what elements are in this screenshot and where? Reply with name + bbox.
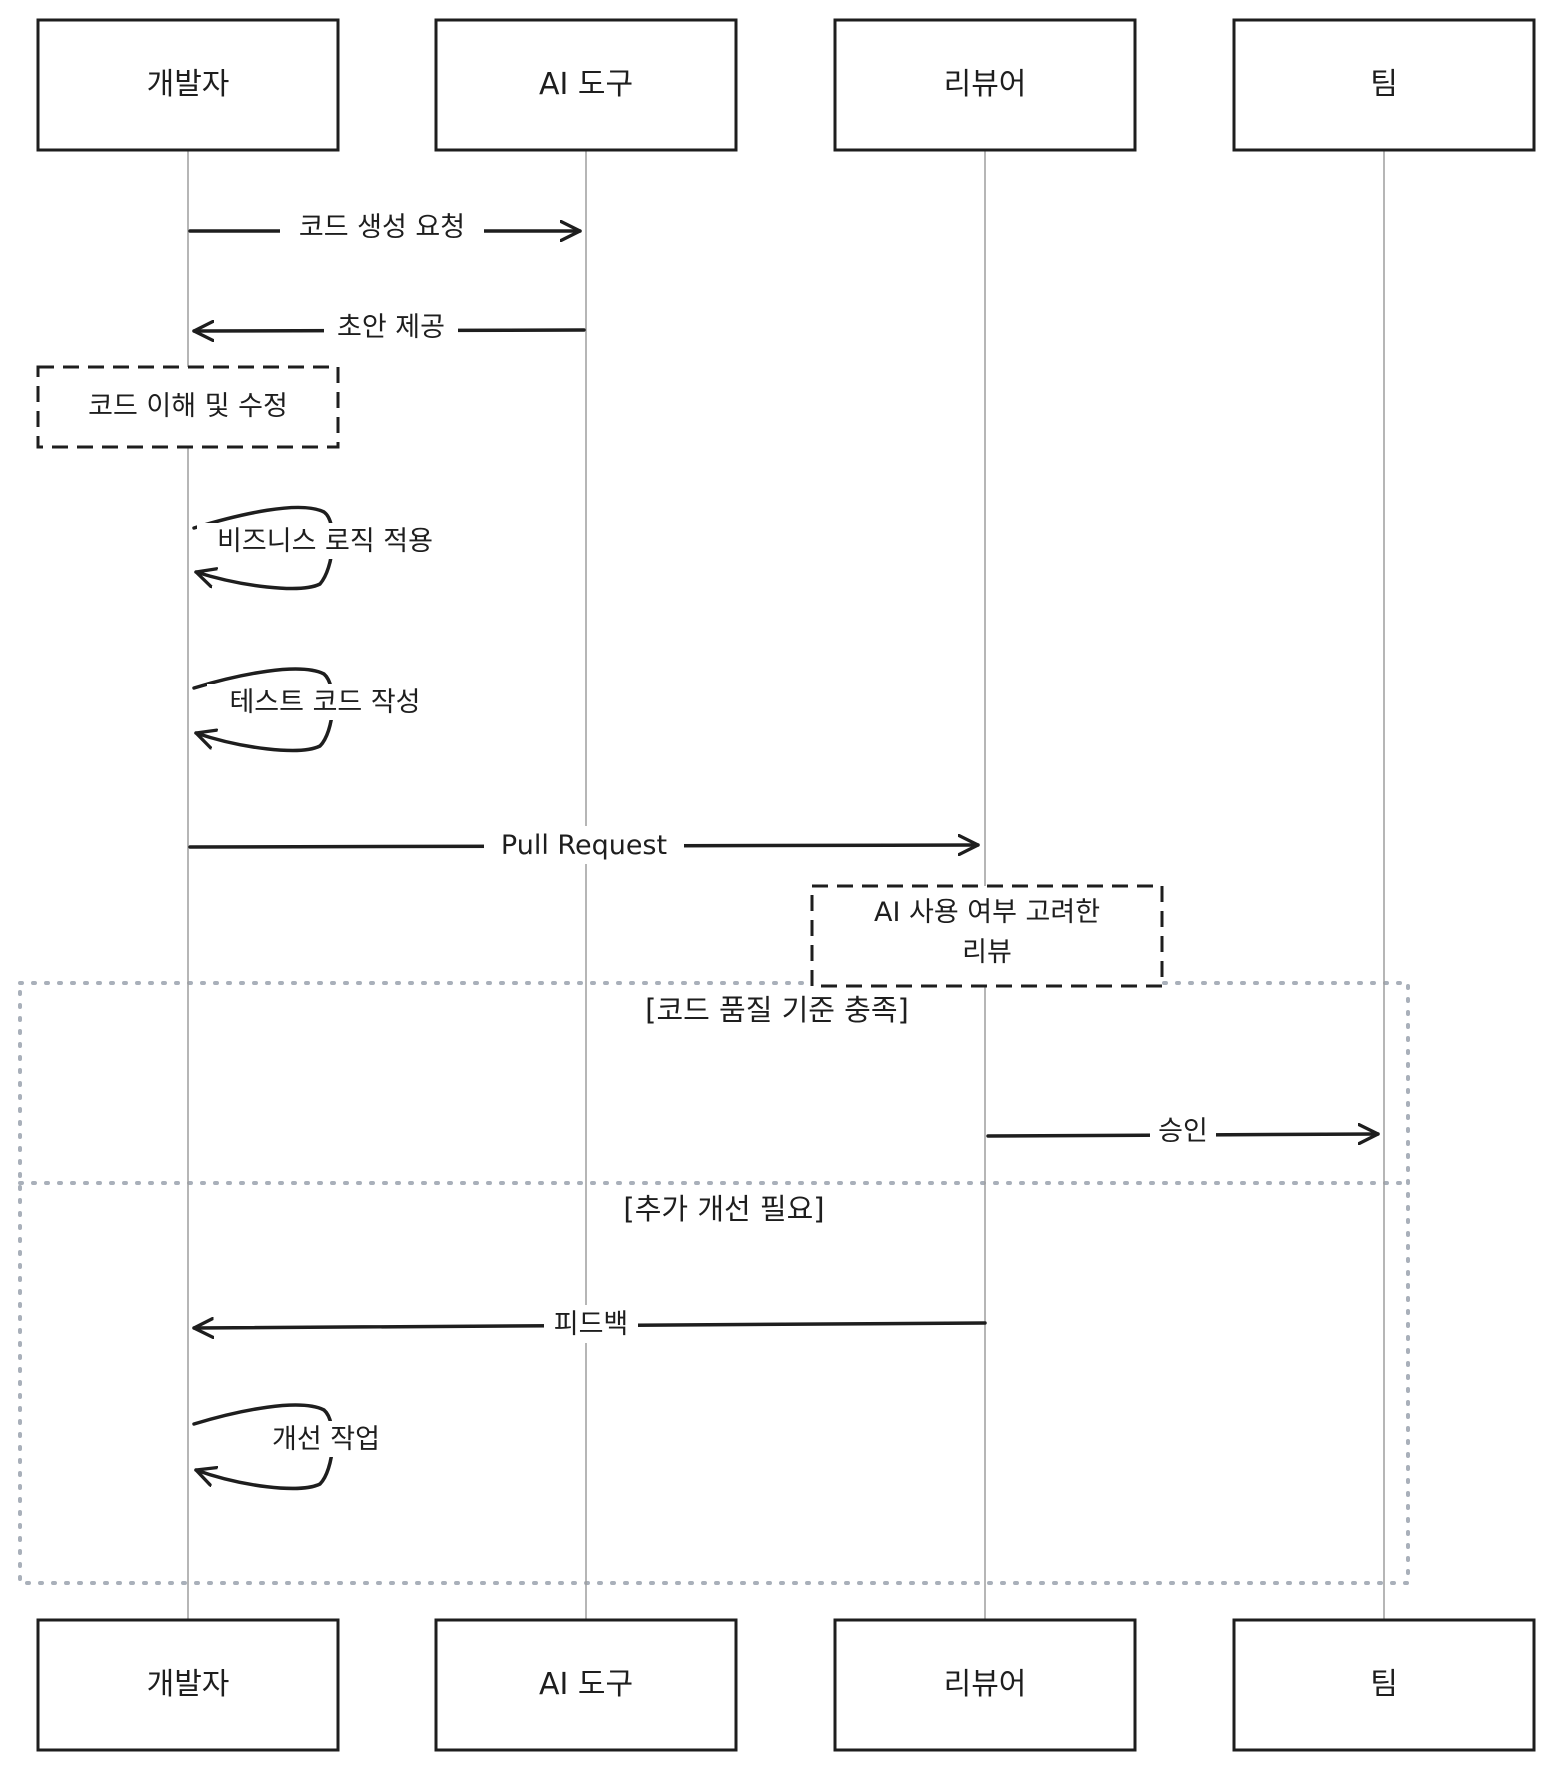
alt-condition-needs-improvement: [추가 개선 필요] (623, 1192, 824, 1226)
message-improvement-work: 개선 작업 (192, 1403, 396, 1491)
message-apply-business-logic: 비즈니스 로직 적용 (192, 505, 453, 591)
participant-label: 개발자 (147, 67, 230, 102)
participant-label: 개발자 (147, 1667, 230, 1702)
message-write-test-code: 테스트 코드 작성 (192, 667, 443, 753)
participant-ai-tool-top: AI 도구 (434, 18, 738, 152)
message-label: 테스트 코드 작성 (229, 687, 420, 718)
note-text-line-2: 리뷰 (962, 937, 1012, 968)
participant-team-top: 팀 (1232, 18, 1536, 152)
participant-label: 리뷰어 (944, 67, 1027, 102)
alt-condition-quality-met: [코드 품질 기준 충족] (645, 993, 909, 1027)
participant-reviewer-bottom: 리뷰어 (833, 1618, 1137, 1752)
note-code-understanding: 코드 이해 및 수정 (36, 365, 340, 449)
message-code-generation-request: 코드 생성 요청 (188, 208, 582, 246)
message-label: 피드백 (554, 1309, 629, 1340)
message-feedback: 피드백 (192, 1305, 987, 1343)
participant-label: 팀 (1370, 1667, 1398, 1702)
participant-label: AI 도구 (539, 67, 633, 102)
note-text-line-1: AI 사용 여부 고려한 (874, 897, 1100, 928)
participant-developer-top: 개발자 (36, 18, 340, 152)
participant-developer-bottom: 개발자 (36, 1618, 340, 1752)
participant-label: 리뷰어 (944, 1667, 1027, 1702)
message-draft-provided: 초안 제공 (192, 308, 586, 346)
message-label: 코드 생성 요청 (299, 212, 465, 243)
participant-reviewer-top: 리뷰어 (833, 18, 1137, 152)
message-approval: 승인 (986, 1112, 1380, 1150)
participant-label: AI 도구 (539, 1667, 633, 1702)
participant-label: 팀 (1370, 67, 1398, 102)
participant-team-bottom: 팀 (1232, 1618, 1536, 1752)
message-label: 승인 (1158, 1116, 1208, 1147)
message-label: 비즈니스 로직 적용 (217, 526, 433, 557)
message-label: Pull Request (501, 830, 667, 861)
message-label: 개선 작업 (272, 1424, 380, 1455)
note-review-considering-ai: AI 사용 여부 고려한 리뷰 (810, 884, 1164, 988)
alt-frame: [코드 품질 기준 충족] [추가 개선 필요] (18, 981, 1410, 1585)
message-label: 초안 제공 (337, 312, 445, 343)
message-pull-request: Pull Request (188, 826, 980, 864)
participant-ai-tool-bottom: AI 도구 (434, 1618, 738, 1752)
note-text: 코드 이해 및 수정 (88, 391, 288, 422)
